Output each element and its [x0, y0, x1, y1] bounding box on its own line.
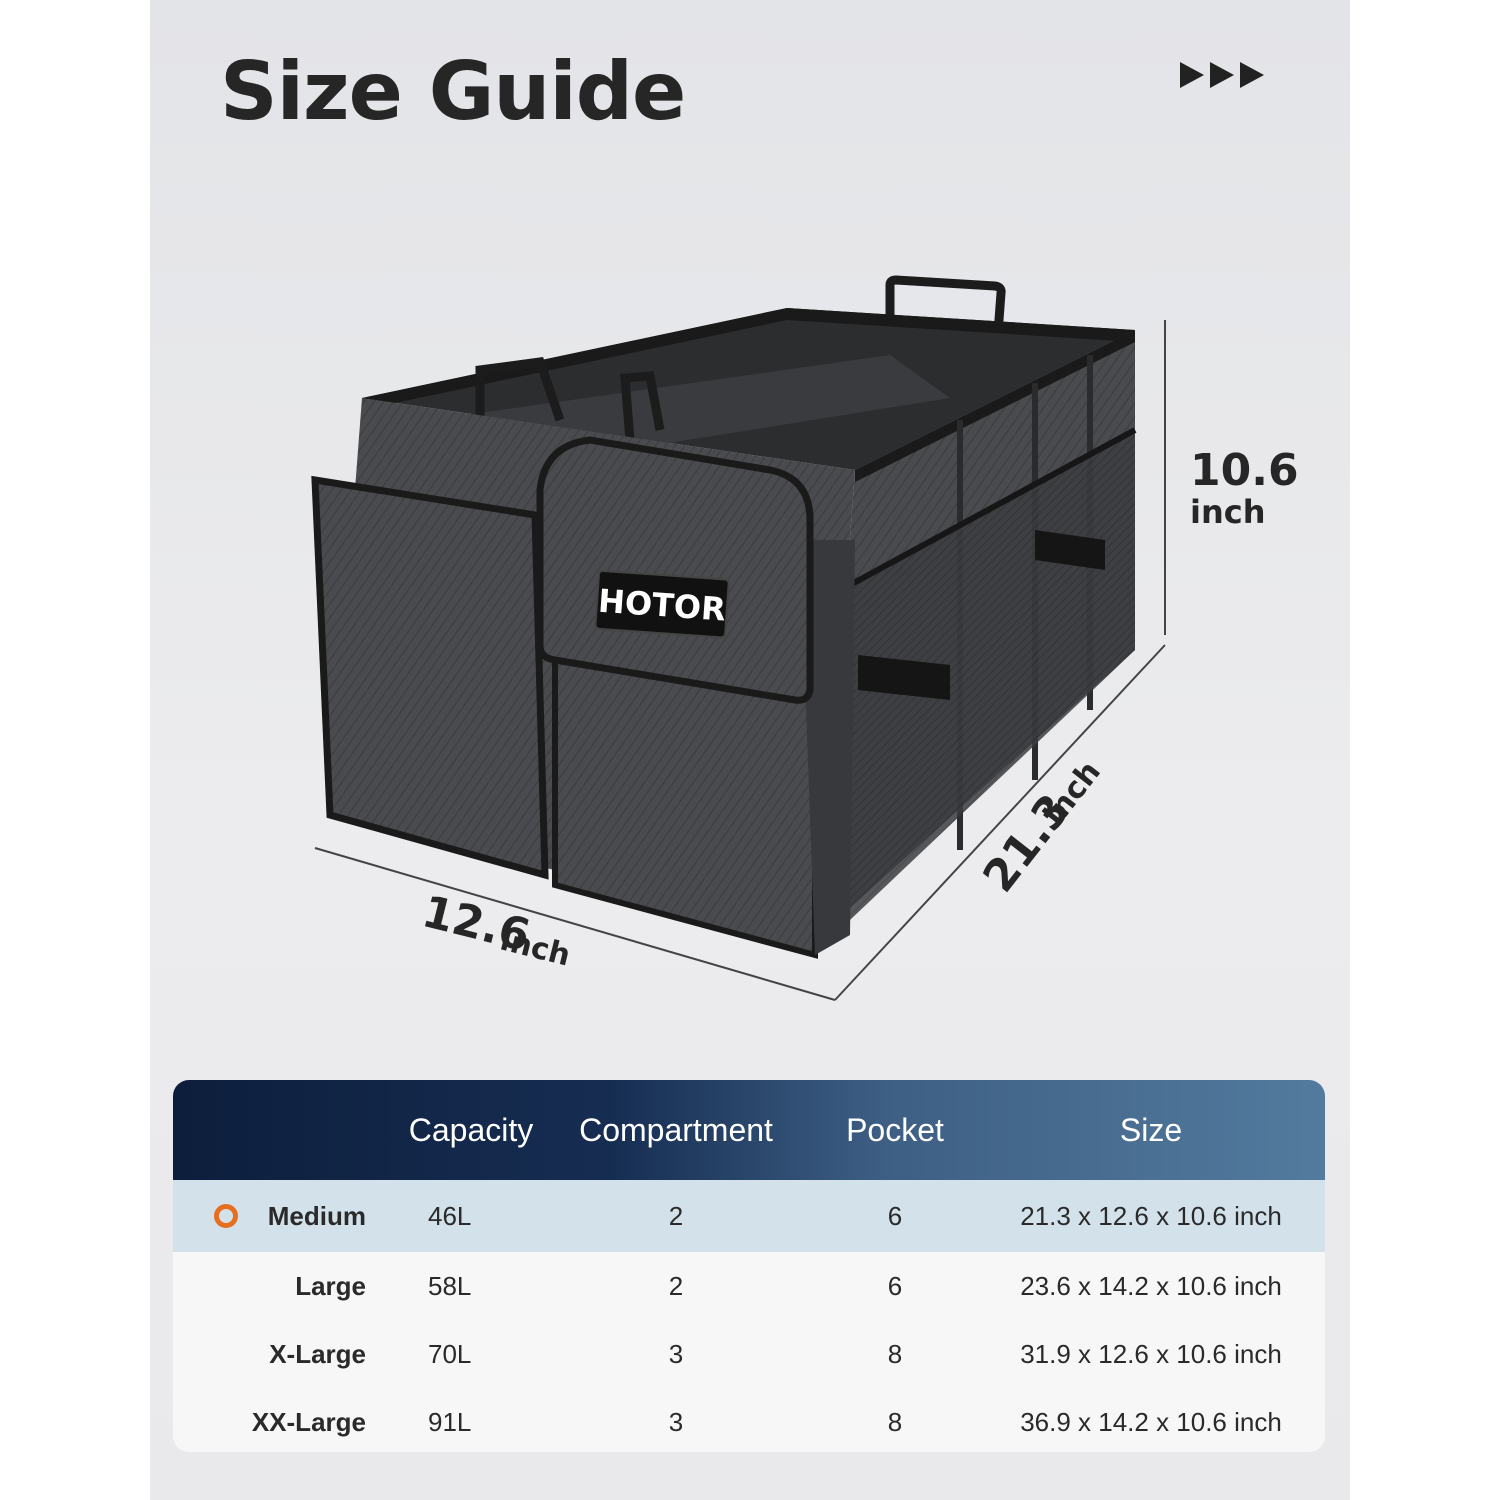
row-name: X-Large	[269, 1338, 366, 1369]
arrow-right-icon	[1240, 62, 1264, 88]
height-unit: inch	[1190, 493, 1266, 531]
width-dimension-line	[314, 847, 836, 1001]
page-title: Size Guide	[220, 45, 686, 138]
row-pocket: 6	[887, 1270, 903, 1301]
back-handle	[885, 275, 1006, 361]
pocket-flap	[536, 436, 814, 704]
table-row[interactable]: X-Large 70L 3 8 31.9 x 12.6 x 10.6 inch	[173, 1320, 1325, 1388]
row-capacity: 58L	[428, 1270, 472, 1301]
header-compartment: Compartment	[579, 1111, 773, 1148]
row-name: XX-Large	[251, 1406, 366, 1437]
row-pocket: 6	[887, 1200, 903, 1231]
row-compartment: 2	[668, 1200, 684, 1231]
row-size: 31.9 x 12.6 x 10.6 inch	[1020, 1338, 1282, 1369]
svg-text:HOTOR: HOTOR	[597, 582, 727, 629]
width-unit: inch	[497, 923, 574, 974]
inner-handle	[475, 357, 565, 430]
header-pocket: Pocket	[846, 1111, 944, 1148]
row-size: 21.3 x 12.6 x 10.6 inch	[1020, 1200, 1282, 1231]
table-row[interactable]: Medium 46L 2 6 21.3 x 12.6 x 10.6 inch	[173, 1180, 1325, 1252]
selected-radio-icon[interactable]	[214, 1204, 238, 1228]
length-dimension-line	[834, 644, 1166, 1001]
header-capacity: Capacity	[408, 1111, 534, 1148]
arrow-right-icon	[1180, 62, 1204, 88]
row-compartment: 3	[668, 1338, 684, 1369]
row-name: Medium	[267, 1200, 366, 1231]
table-header: Capacity Compartment Pocket Size	[173, 1080, 1325, 1180]
brand-badge: HOTOR	[594, 569, 730, 639]
size-table: Capacity Compartment Pocket Size Medium …	[173, 1080, 1325, 1452]
row-name: Large	[295, 1270, 366, 1301]
arrow-right-icon	[1210, 62, 1234, 88]
row-pocket: 8	[887, 1406, 903, 1437]
table-row[interactable]: Large 58L 2 6 23.6 x 14.2 x 10.6 inch	[173, 1252, 1325, 1320]
row-size: 36.9 x 14.2 x 10.6 inch	[1020, 1406, 1282, 1437]
triple-arrow-right-icon[interactable]	[1180, 62, 1264, 88]
table-row[interactable]: XX-Large 91L 3 8 36.9 x 14.2 x 10.6 inch	[173, 1388, 1325, 1452]
row-compartment: 3	[668, 1406, 684, 1437]
row-pocket: 8	[887, 1338, 903, 1369]
row-size: 23.6 x 14.2 x 10.6 inch	[1020, 1270, 1282, 1301]
height-value: 10.6	[1190, 445, 1299, 496]
header-size: Size	[1119, 1111, 1183, 1148]
front-pocket-left	[311, 475, 549, 880]
row-compartment: 2	[668, 1270, 684, 1301]
row-capacity: 46L	[428, 1200, 472, 1231]
row-capacity: 91L	[428, 1406, 472, 1437]
product-illustration: HOTOR 10.6 inch 12.6 inch 21.3 inch	[311, 275, 1299, 1001]
row-capacity: 70L	[428, 1338, 472, 1369]
